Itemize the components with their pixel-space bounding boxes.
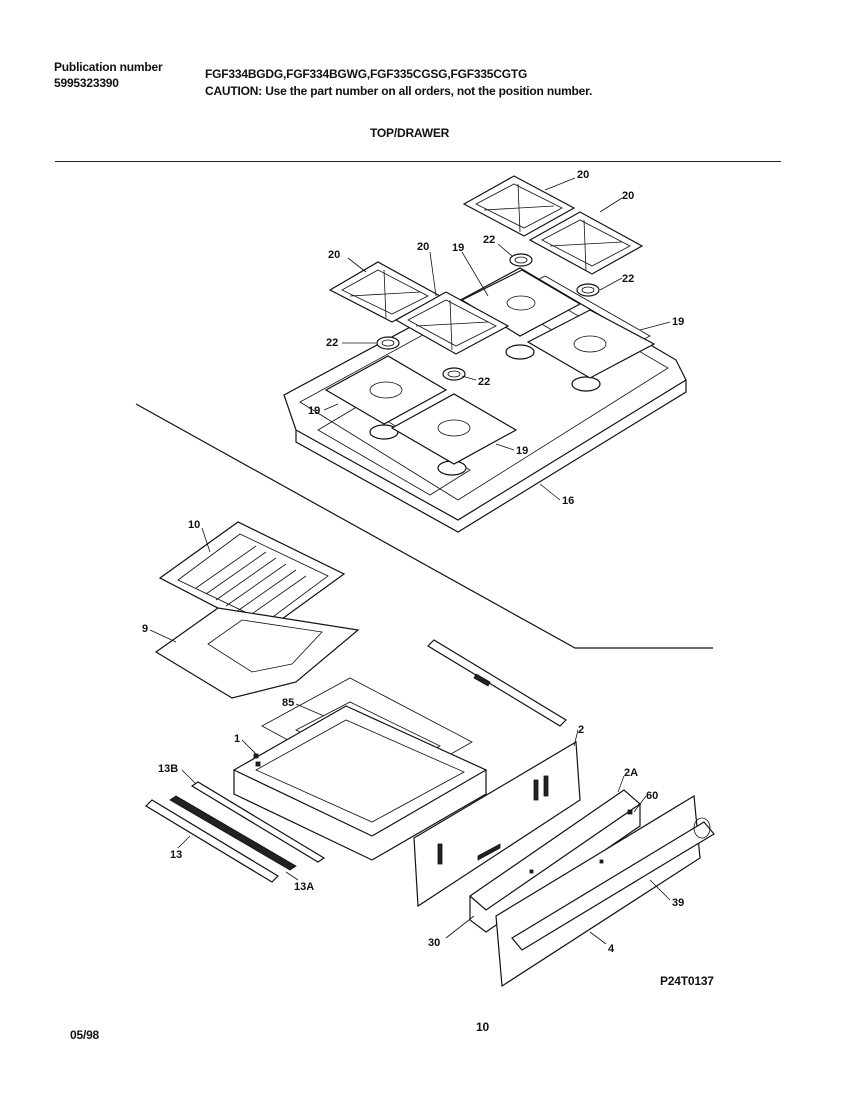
caution-note: CAUTION: Use the part number on all orde… [205,84,593,98]
callout-2a: 2A [624,767,638,779]
callout-leaders [149,177,671,945]
publication-date: 05/98 [70,1028,100,1042]
drawer-body [232,705,488,861]
publication-label: Publication number [54,60,163,74]
burner-pan-front-right [390,393,518,465]
callout-19: 19 [516,445,528,457]
callout-85: 85 [282,697,294,709]
publication-number: 5995323390 [54,76,119,90]
section-title: TOP/DRAWER [370,126,450,140]
callout-22: 22 [478,376,490,388]
drawer-front-panel [495,794,715,988]
callout-16: 16 [562,495,574,507]
callout-30: 30 [428,937,440,949]
callout-13b: 13B [158,763,178,775]
burner-pan-front-left [324,355,448,425]
drawer-rear-rail [427,639,567,727]
callout-labels: 20 20 20 20 19 22 22 19 22 22 19 19 16 1… [142,169,684,955]
page-number: 10 [476,1020,489,1034]
callout-20: 20 [417,241,429,253]
burner-rings [376,253,600,381]
callout-13a: 13A [294,881,314,893]
grate-right-front [528,211,644,275]
callout-19: 19 [452,242,464,254]
grate-right-rear [462,175,576,237]
callout-19: 19 [672,316,684,328]
callout-9: 9 [142,623,148,635]
callout-22: 22 [326,337,338,349]
drawer-back-panel [413,740,581,908]
model-numbers: FGF334BGDG,FGF334BGWG,FGF335CGSG,FGF335C… [205,67,528,81]
callout-39: 39 [672,897,684,909]
callout-2: 2 [578,724,584,736]
callout-20: 20 [622,190,634,202]
burner-pan-rear-right [526,309,656,379]
header-rule [55,161,781,162]
callout-4: 4 [608,943,615,955]
callout-60: 60 [646,790,658,802]
callout-20: 20 [577,169,589,181]
broiler-pan [154,607,360,699]
callout-19: 19 [308,405,320,417]
slide-13 [145,795,297,883]
figure-code: P24T0137 [660,974,714,988]
callout-22: 22 [483,234,495,246]
callout-13: 13 [170,849,182,861]
callout-10: 10 [188,519,200,531]
callout-20: 20 [328,249,340,261]
callout-22: 22 [622,273,634,285]
callout-1: 1 [234,733,240,745]
grate-left-front [394,291,510,355]
section-divider-line [135,403,713,649]
slide-13b [190,781,326,863]
